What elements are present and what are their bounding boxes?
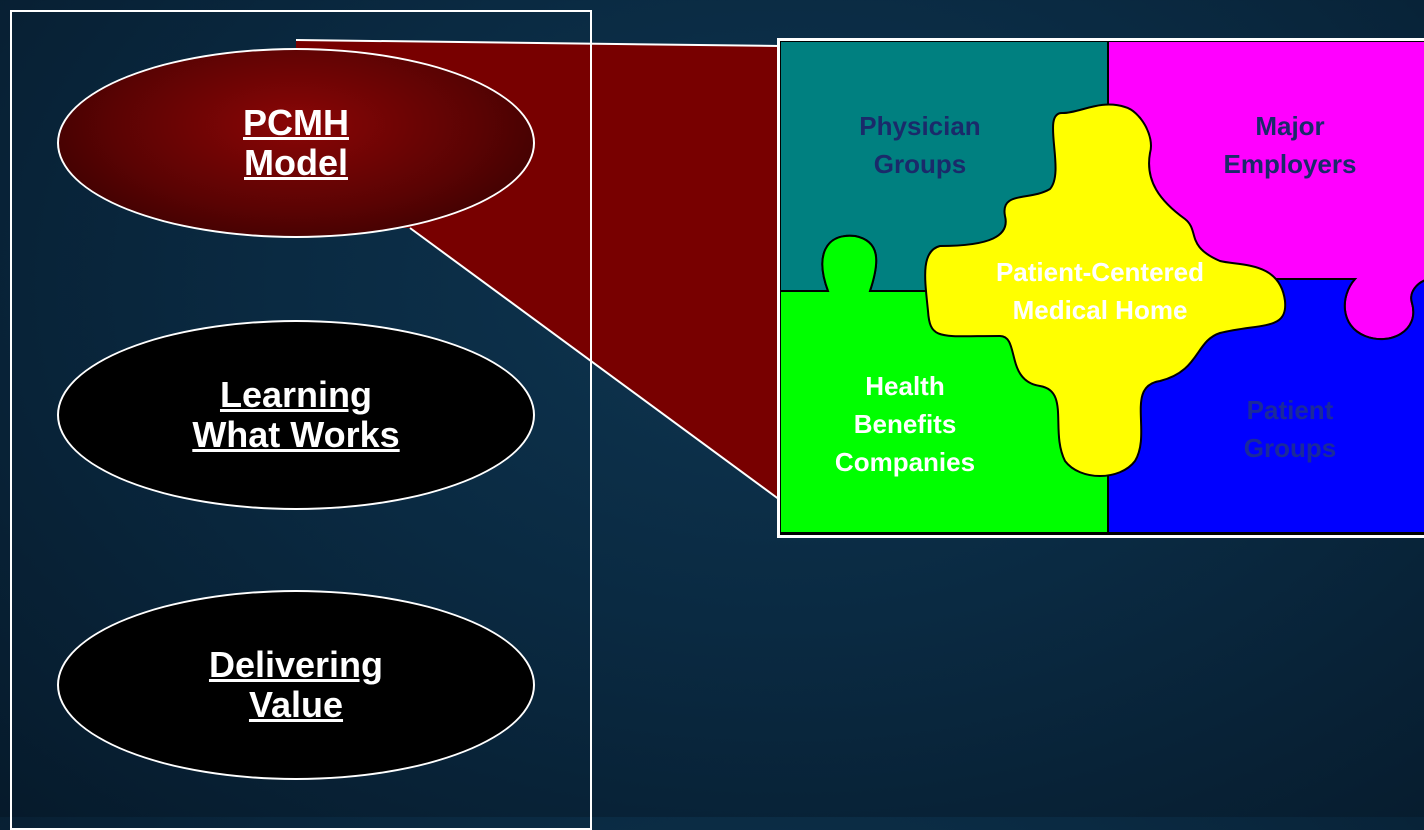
nav-item-delivering-value[interactable]: Delivering Value (57, 590, 535, 780)
puzzle-label-health-benefits: Health Benefits Companies (834, 371, 976, 477)
puzzle-svg (780, 41, 1424, 534)
nav-item-learning-what-works[interactable]: Learning What Works (57, 320, 535, 510)
puzzle-label-major-employers: Major Employers (1223, 111, 1357, 179)
puzzle-diagram: Physician Groups Major Employers Patient… (777, 38, 1424, 538)
nav-item-pcmh-model[interactable]: PCMH Model (57, 48, 535, 238)
nav-item-label: Learning What Works (192, 374, 400, 455)
puzzle-label-patient-groups: Patient Groups (1243, 395, 1337, 463)
puzzle-piece-medical-home (924, 103, 1287, 477)
puzzle-label-physician-groups: Physician Groups (859, 111, 981, 179)
nav-item-label: Delivering Value (208, 644, 384, 725)
puzzle-label-medical-home: Patient-Centered Medical Home (995, 257, 1205, 325)
nav-item-label: PCMH Model (243, 102, 349, 183)
